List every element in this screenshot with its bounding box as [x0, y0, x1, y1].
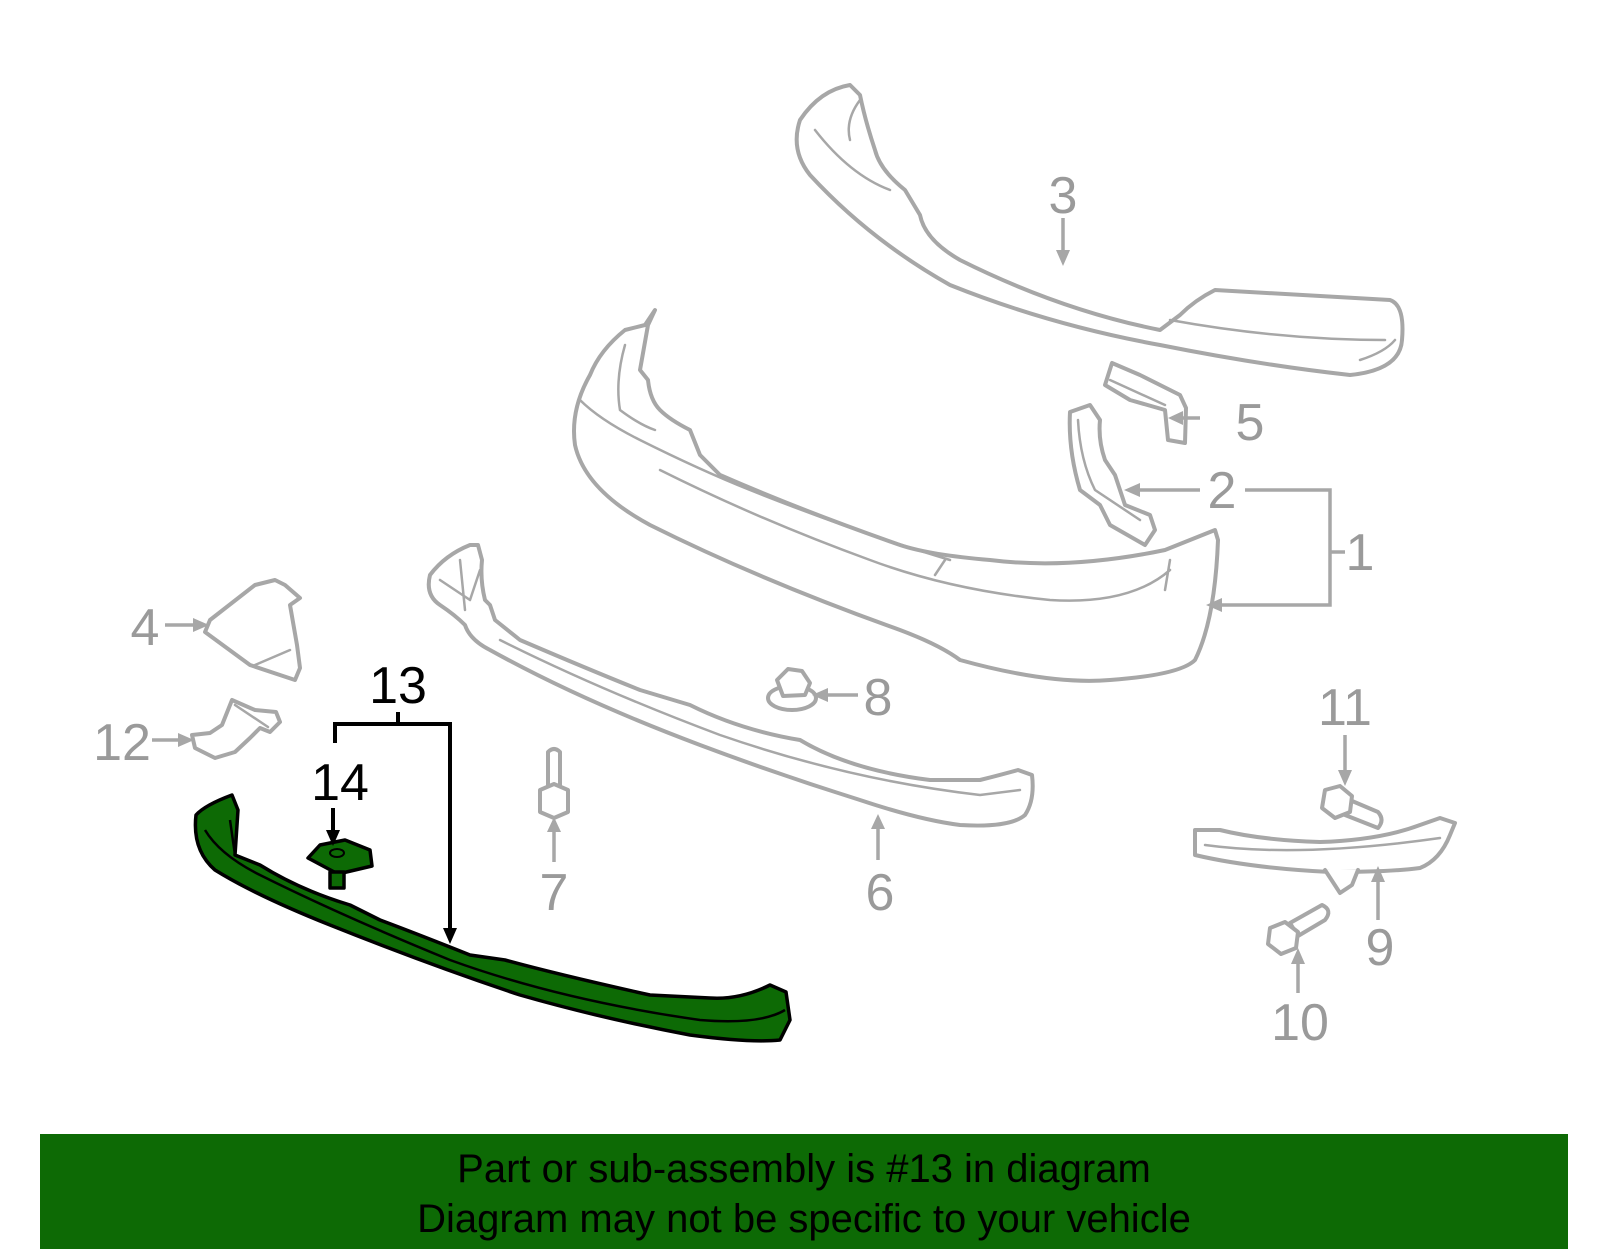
callout-11: 11 — [1318, 679, 1372, 737]
part-3-reinforcement — [794, 83, 1405, 377]
callout-4: 4 — [131, 599, 160, 657]
callout-14: 14 — [311, 754, 369, 812]
part-10-bolt — [1266, 903, 1331, 956]
callout-3: 3 — [1049, 167, 1078, 225]
part-7-bolt — [538, 747, 570, 820]
part-6-absorber — [426, 543, 1035, 828]
callout-10: 10 — [1271, 994, 1329, 1052]
callout-12: 12 — [93, 714, 151, 772]
part-4-bracket — [203, 578, 302, 682]
callout-6: 6 — [866, 864, 895, 922]
info-banner: Part or sub-assembly is #13 in diagram D… — [40, 1134, 1568, 1249]
callout-2: 2 — [1208, 462, 1237, 520]
callout-13: 13 — [369, 657, 427, 715]
callout-8: 8 — [864, 669, 893, 727]
part-8-clip — [766, 667, 818, 712]
part-14-clip — [306, 838, 374, 890]
leader-lines-highlight — [326, 712, 457, 944]
part-1-bumper-cover — [572, 308, 1220, 683]
callout-1: 1 — [1346, 524, 1375, 582]
part-12-bracket — [190, 698, 282, 760]
callout-5: 5 — [1236, 394, 1265, 452]
leader-lines — [152, 218, 1385, 993]
callout-labels: 3 5 2 1 4 12 8 7 6 11 9 10 13 14 — [93, 167, 1394, 1052]
part-13-spoiler-highlight — [193, 793, 792, 1043]
part-9-strip — [1193, 816, 1457, 895]
part-2-bracket — [1067, 403, 1157, 547]
banner-line-2: Diagram may not be specific to your vehi… — [417, 1197, 1191, 1241]
callout-9: 9 — [1366, 919, 1395, 977]
callout-7: 7 — [540, 864, 569, 922]
banner-line-1: Part or sub-assembly is #13 in diagram — [457, 1147, 1151, 1191]
part-5-bracket — [1103, 361, 1188, 445]
part-11-bolt — [1320, 784, 1384, 830]
